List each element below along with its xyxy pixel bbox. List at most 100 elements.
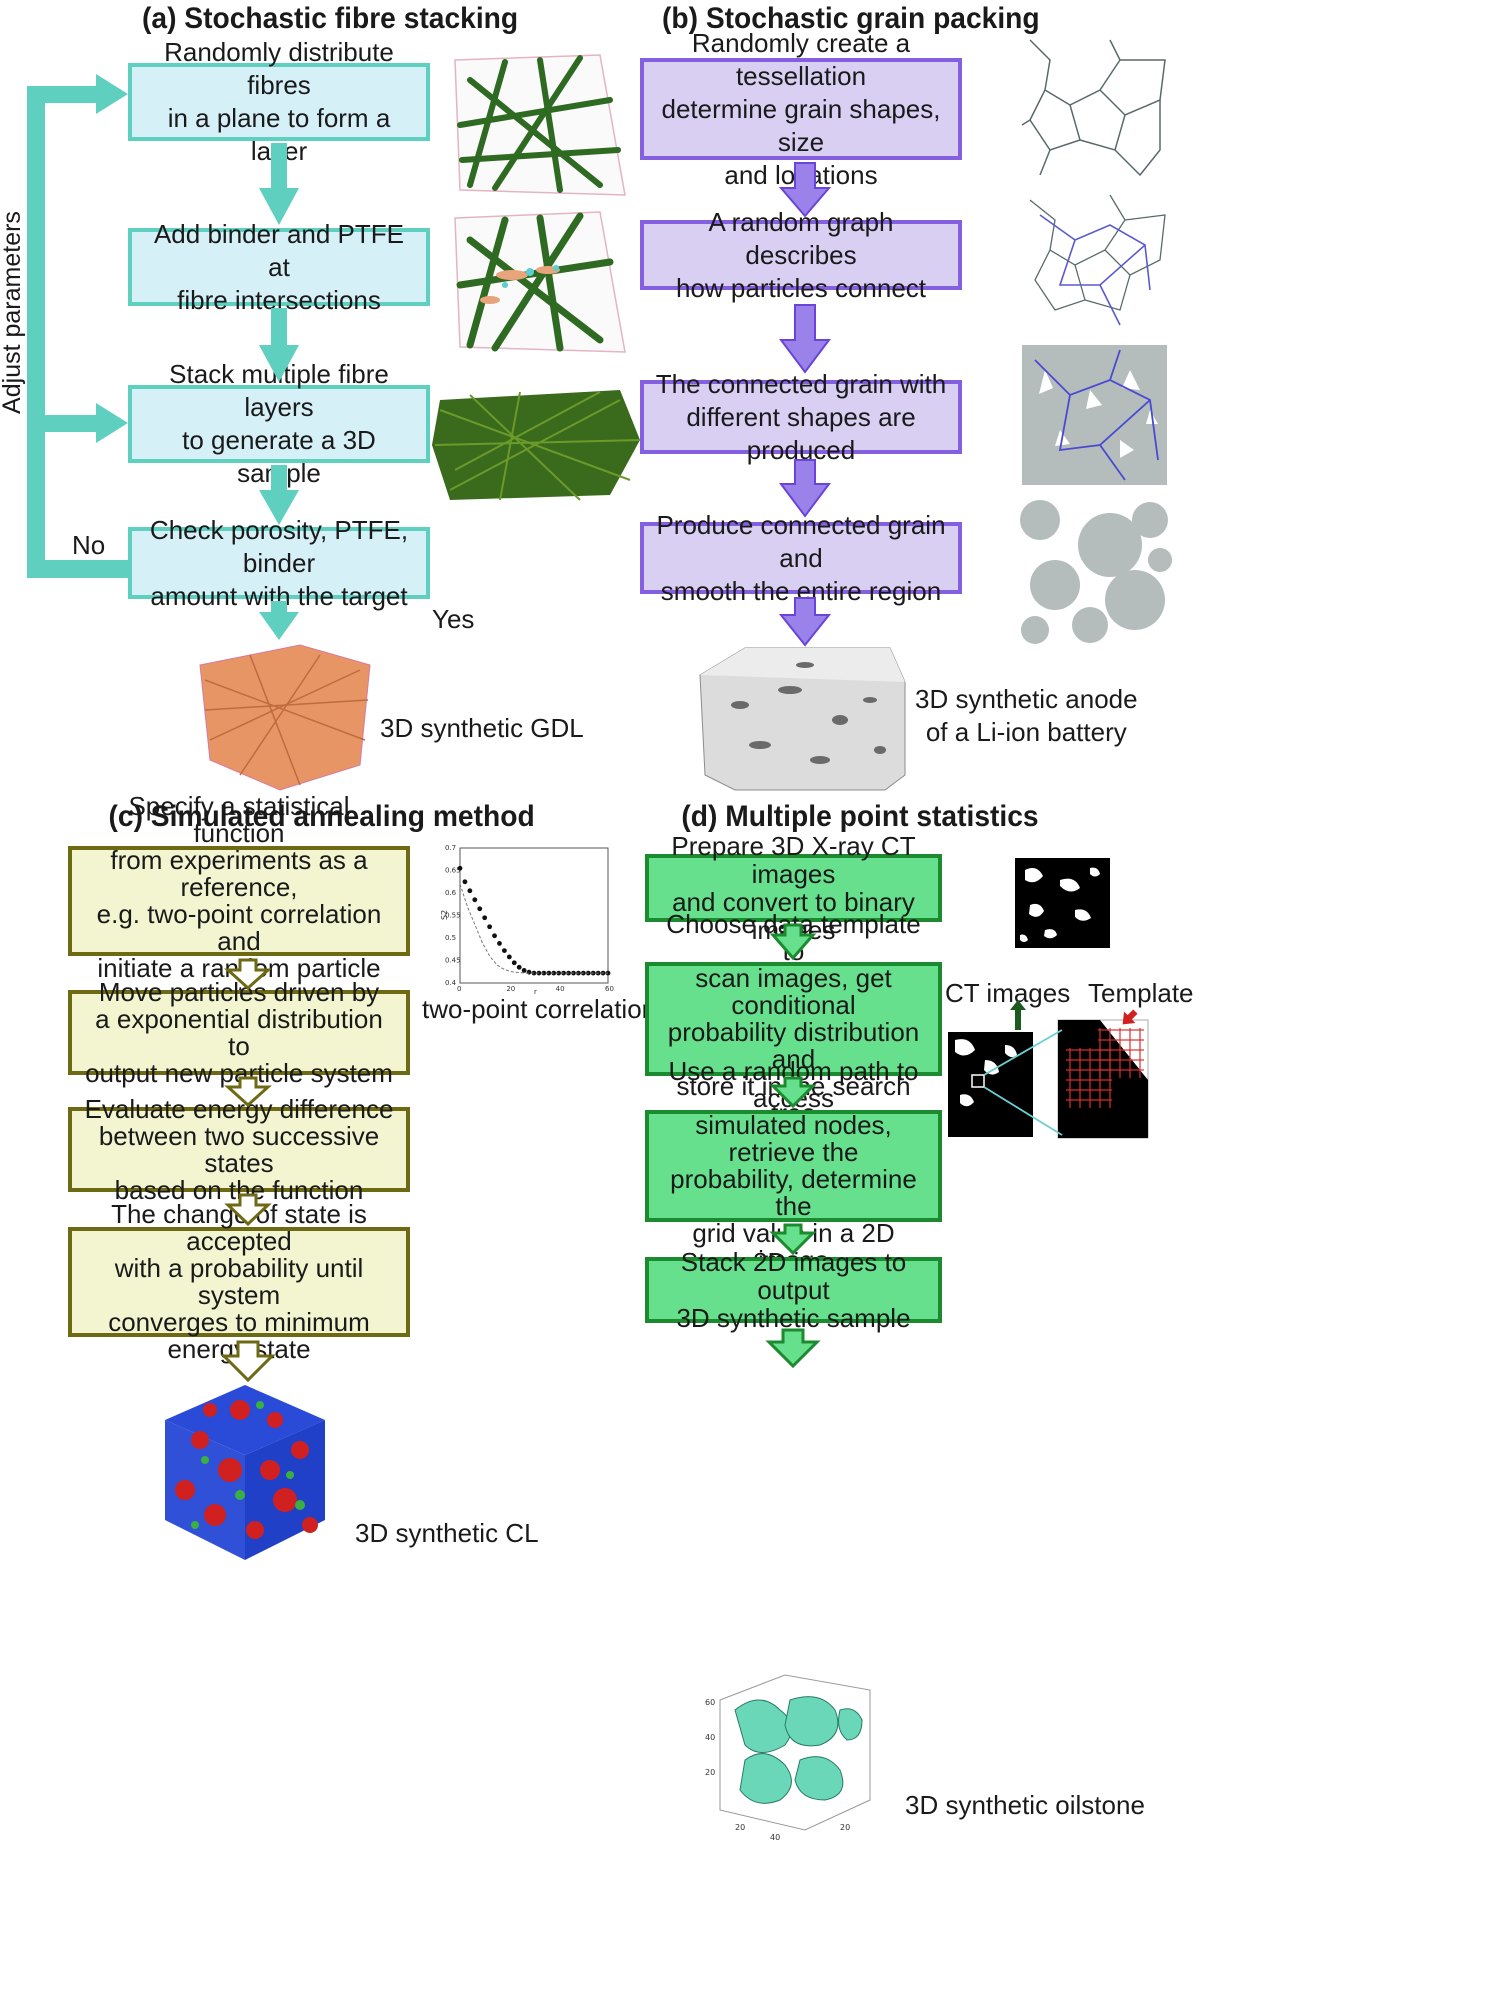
data-point: [526, 969, 532, 975]
data-point: [506, 954, 512, 960]
down-arrow: [224, 958, 272, 991]
step-line: probability, determine the: [670, 1164, 917, 1221]
tessellation-image: [1021, 35, 1167, 180]
gdl-3d-image: [199, 644, 371, 791]
down-arrow: [778, 597, 832, 647]
smooth-grain-image: [1020, 495, 1172, 644]
x-tick-label: 60: [605, 985, 614, 993]
cl-3d-image: [165, 1385, 325, 1560]
y-tick-label: 0.45: [445, 957, 461, 965]
panel-a-title: (a) Stochastic fibre stacking: [142, 2, 519, 35]
data-point: [551, 970, 557, 976]
data-point: [492, 933, 497, 939]
template-label: Template: [1088, 978, 1194, 1008]
anode-label-line: of a Li-ion battery: [925, 717, 1127, 747]
down-arrow: [765, 1328, 821, 1369]
step-line: Specify a statistical function: [128, 791, 350, 848]
down-arrow: [220, 1340, 276, 1383]
step-line: 3D synthetic sample: [676, 1303, 911, 1333]
data-point: [487, 924, 492, 930]
x-tick-label: 40: [556, 985, 565, 993]
step-line: probability distribution and: [667, 1017, 920, 1074]
x-tick-label: 20: [506, 985, 515, 993]
y-tick-label: 0.55: [445, 912, 461, 920]
gdl-label: 3D synthetic GDL: [380, 713, 584, 743]
down-arrow: [779, 304, 831, 374]
svg-text:20: 20: [735, 1823, 745, 1832]
chart-ylabel: S2: [440, 910, 449, 920]
oilstone-label: 3D synthetic oilstone: [905, 1790, 1145, 1820]
down-arrow: [769, 1223, 817, 1256]
down-arrow: [769, 923, 817, 961]
step-line: determine grain shapes, size: [661, 93, 941, 157]
ct-images-label: CT images: [945, 978, 1071, 1008]
up-arrow-icon: [1010, 1000, 1026, 1030]
fibre-layer-image: [454, 54, 626, 196]
step-line: Check porosity, PTFE, binder: [149, 514, 409, 578]
connected-grain-image: [1022, 345, 1167, 485]
step-line: e.g. two-point correlation and: [96, 899, 382, 956]
anode-3d-image: [699, 647, 906, 791]
data-point: [477, 906, 483, 912]
step-line: Prepare 3D X-ray CT images: [671, 831, 916, 889]
no-label: No: [72, 530, 106, 560]
svg-text:60: 60: [705, 1698, 715, 1707]
feedback-loop: [27, 74, 130, 578]
data-point: [467, 888, 473, 894]
down-arrow: [259, 601, 299, 640]
panel-d-title: (d) Multiple point statistics: [681, 800, 1039, 833]
step-line: how particles connect: [675, 272, 927, 303]
panel-b-arrows: [778, 162, 832, 647]
x-tick-label: 0: [457, 985, 461, 993]
step-line: and convert to binary images: [672, 887, 915, 944]
down-arrow: [779, 459, 831, 518]
svg-text:20: 20: [840, 1823, 850, 1832]
inset-caption: two-point correlation: [422, 994, 657, 1024]
panel-c-arrows: [220, 958, 276, 1383]
data-point: [531, 970, 537, 976]
y-tick-label: 0.4: [445, 979, 457, 987]
data-point: [546, 970, 552, 976]
binder-layer-image: [454, 211, 626, 353]
y-tick-label: 0.65: [445, 867, 461, 875]
down-arrow: [259, 143, 299, 225]
down-arrow: [769, 1076, 817, 1109]
yes-label: Yes: [432, 604, 475, 634]
svg-text:40: 40: [705, 1733, 715, 1742]
right-arrow: [96, 403, 128, 443]
down-arrow: [224, 1076, 272, 1108]
step-line: to generate a 3D sample: [182, 425, 376, 488]
right-arrow: [96, 74, 128, 114]
cl-label: 3D synthetic CL: [355, 1518, 539, 1548]
svg-text:40: 40: [770, 1833, 780, 1842]
data-point: [541, 970, 547, 976]
data-point: [516, 964, 522, 970]
data-point: [482, 915, 488, 921]
chart-marks: [457, 865, 611, 976]
anode-label: 3D synthetic anode of a Li-ion battery: [915, 683, 1138, 749]
data-point: [472, 897, 478, 903]
binary-ct-image: [1015, 858, 1110, 948]
step-line: scan images, get conditional: [695, 963, 892, 1020]
anode-label-line: 3D synthetic anode: [915, 684, 1138, 714]
step-line: The connected grain with: [655, 368, 947, 399]
panel-c-title: (c) Simulated annealing method: [108, 800, 535, 833]
step-line: from experiments as a reference,: [110, 845, 368, 902]
step-line: Randomly create a tessellation: [691, 27, 911, 91]
y-tick-label: 0.5: [445, 934, 456, 942]
panel-d-step-2: Choose data template toscan images, get …: [645, 911, 942, 1127]
step-line: simulated nodes, retrieve the: [695, 1110, 892, 1167]
data-point: [497, 941, 502, 946]
